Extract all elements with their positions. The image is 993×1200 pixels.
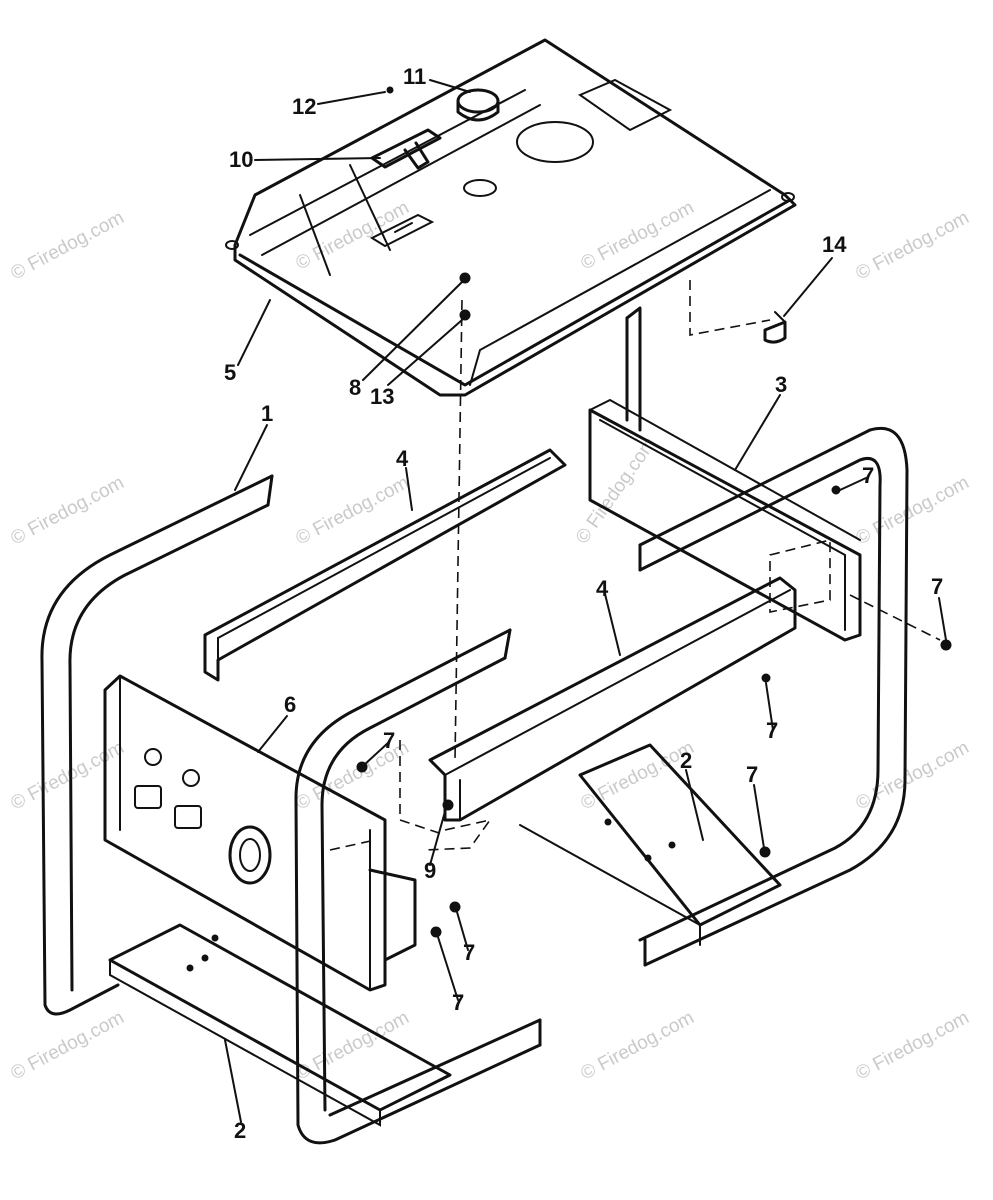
watermark: © Firedog.com (292, 197, 412, 274)
watermark: © Firedog.com (7, 472, 127, 549)
watermark: © Firedog.com (852, 737, 972, 814)
fuel-gauge (370, 86, 442, 170)
callout-7-a: 7 (862, 463, 874, 488)
rail-upper (203, 448, 567, 682)
callout-14: 14 (822, 232, 847, 257)
callout-2-rear: 2 (680, 748, 692, 773)
base-plate-front (108, 923, 452, 1127)
watermark: © Firedog.com (7, 737, 127, 814)
callout-8: 8 (349, 375, 361, 400)
callout-5: 5 (224, 360, 236, 385)
callout-7-e: 7 (746, 762, 758, 787)
fasteners (186, 272, 952, 972)
callout-6: 6 (284, 692, 296, 717)
rail-lower (428, 576, 797, 822)
callout-3: 3 (775, 372, 787, 397)
leader-lines (224, 79, 947, 1123)
tubular-frame (40, 306, 909, 1145)
callout-9: 9 (424, 858, 436, 883)
callout-7-g: 7 (452, 990, 464, 1015)
fuel-valve (763, 311, 787, 344)
callout-7-f: 7 (463, 940, 475, 965)
callout-13: 13 (370, 384, 394, 409)
watermark: © Firedog.com (292, 472, 412, 549)
callout-7-b: 7 (931, 574, 943, 599)
watermark: © Firedog.com (7, 207, 127, 284)
watermark: © Firedog.com (577, 1007, 697, 1084)
callout-1: 1 (261, 401, 273, 426)
watermark: © Firedog.com (7, 1007, 127, 1084)
control-panel (103, 674, 417, 992)
callout-7-d: 7 (383, 728, 395, 753)
callout-12: 12 (292, 94, 316, 119)
base-plate-rear (519, 743, 782, 946)
fuel-tank (225, 38, 797, 397)
callout-4-lower: 4 (596, 576, 609, 601)
watermark: © Firedog.com (852, 1007, 972, 1084)
callouts: 11 12 10 5 8 13 14 3 1 4 4 7 7 7 6 7 9 2… (224, 64, 943, 1143)
callout-2-front: 2 (234, 1118, 246, 1143)
fuel-cap (456, 88, 500, 122)
cross-channel (588, 398, 862, 642)
callout-7-c: 7 (766, 718, 778, 743)
watermark: © Firedog.com (852, 207, 972, 284)
callout-4-upper: 4 (396, 446, 409, 471)
callout-11: 11 (403, 64, 426, 89)
callout-10: 10 (229, 147, 253, 172)
assembly-lines (329, 280, 941, 851)
